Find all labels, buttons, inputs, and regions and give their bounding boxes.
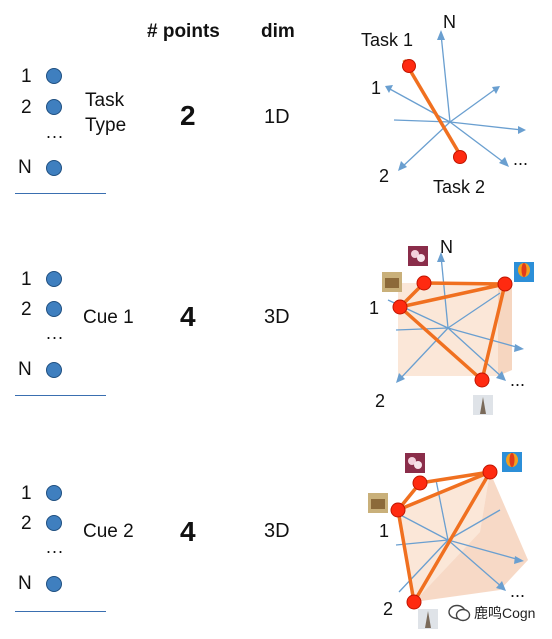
axis-4	[447, 539, 521, 561]
item-dot-2	[46, 515, 62, 531]
axis-label-n: N	[440, 237, 453, 257]
item-dot-1	[46, 271, 62, 287]
item-label-1: 1	[21, 269, 32, 290]
axis-label-1: 1	[371, 78, 381, 98]
points-count: 4	[180, 516, 196, 547]
axis-n	[435, 479, 449, 541]
watermark-text: 鹿鸣Cogn	[474, 605, 536, 621]
axis-4	[447, 327, 521, 349]
dimension: 1D	[264, 106, 290, 128]
food-thumbnail-icon	[382, 272, 402, 292]
item-dot-2	[46, 301, 62, 317]
axis-2	[398, 327, 449, 381]
cue-edge-diagonal	[399, 282, 506, 309]
axis-2	[400, 121, 451, 169]
axis-3	[449, 87, 498, 123]
axis-label-2: 2	[383, 599, 393, 619]
item-ellipsis: ...	[46, 537, 65, 557]
cue-point-bottom	[406, 594, 422, 610]
dimension: 3D	[264, 306, 290, 328]
task-line	[402, 59, 464, 159]
axis-label-more: ...	[513, 149, 528, 169]
item-dot-n	[46, 160, 62, 176]
item-ellipsis: ...	[46, 122, 65, 142]
axis-3	[447, 292, 501, 329]
item-label-n: N	[18, 573, 32, 594]
item-label-2: 2	[21, 97, 32, 118]
item-label-1: 1	[21, 483, 32, 504]
row-underline	[15, 611, 106, 612]
axis-label-more: ...	[510, 370, 525, 390]
row-label: Cue 2	[83, 521, 134, 542]
task-1-point	[402, 59, 416, 73]
tower-thumbnail-icon	[473, 395, 493, 415]
flower-thumbnail-icon	[405, 453, 425, 473]
axis-1	[387, 87, 451, 123]
points-column-header: # points	[147, 21, 220, 42]
item-label-n: N	[18, 157, 32, 178]
dim-column-header: dim	[261, 21, 295, 42]
flower-thumbnail-icon	[408, 246, 428, 266]
volume-side	[414, 472, 528, 602]
item-label-2: 2	[21, 513, 32, 534]
row-label-line-2: Type	[85, 115, 127, 136]
cue-point-top	[416, 275, 432, 291]
axis-4	[449, 121, 523, 131]
axis-2	[398, 539, 449, 593]
axis-6	[395, 327, 449, 331]
item-dot-n	[46, 362, 62, 378]
axis-label-more: ...	[510, 581, 525, 601]
axis-label-n: N	[443, 12, 456, 32]
task-1-label: Task 1	[361, 30, 413, 50]
axis-label-1: 1	[379, 521, 389, 541]
points-count: 2	[180, 100, 196, 131]
task-2-label: Task 2	[433, 177, 485, 197]
row-underline	[15, 395, 106, 396]
axis-3	[447, 509, 501, 541]
item-dot-2	[46, 99, 62, 115]
points-count: 4	[180, 301, 196, 332]
row-underline	[15, 193, 106, 194]
wechat-icon	[448, 604, 471, 622]
item-ellipsis: ...	[46, 323, 65, 343]
item-dot-1	[46, 485, 62, 501]
balloon-thumbnail-icon	[514, 262, 534, 282]
item-label-2: 2	[21, 299, 32, 320]
axis-label-1: 1	[369, 298, 379, 318]
axis-5	[449, 121, 507, 165]
cue-point-left	[392, 299, 408, 315]
balloon-thumbnail-icon	[502, 452, 522, 472]
cue-point-left	[390, 502, 406, 518]
cue-point-bottom	[474, 372, 490, 388]
volume-front	[398, 283, 498, 376]
axis-label-2: 2	[379, 166, 389, 186]
axis-5	[447, 327, 504, 379]
item-dot-1	[46, 68, 62, 84]
task-2-point	[453, 150, 467, 164]
watermark: 鹿鸣Cogn	[448, 603, 535, 623]
tower-thumbnail-icon	[418, 609, 438, 629]
dimension: 3D	[264, 520, 290, 542]
item-label-1: 1	[21, 66, 32, 87]
cue-point-top	[412, 475, 428, 491]
axis-n	[440, 255, 449, 329]
cue-point-right	[482, 464, 498, 480]
row-label: Cue 1	[83, 307, 134, 328]
item-label-n: N	[18, 359, 32, 380]
item-dot-n	[46, 576, 62, 592]
axis-n	[440, 33, 451, 123]
axis-label-2: 2	[375, 391, 385, 411]
row-label-line-1: Task	[85, 90, 125, 111]
axis-5	[447, 539, 504, 589]
cue-point-right	[497, 276, 513, 292]
cue-edge-diagonal	[397, 470, 491, 512]
food-thumbnail-icon	[368, 493, 388, 513]
